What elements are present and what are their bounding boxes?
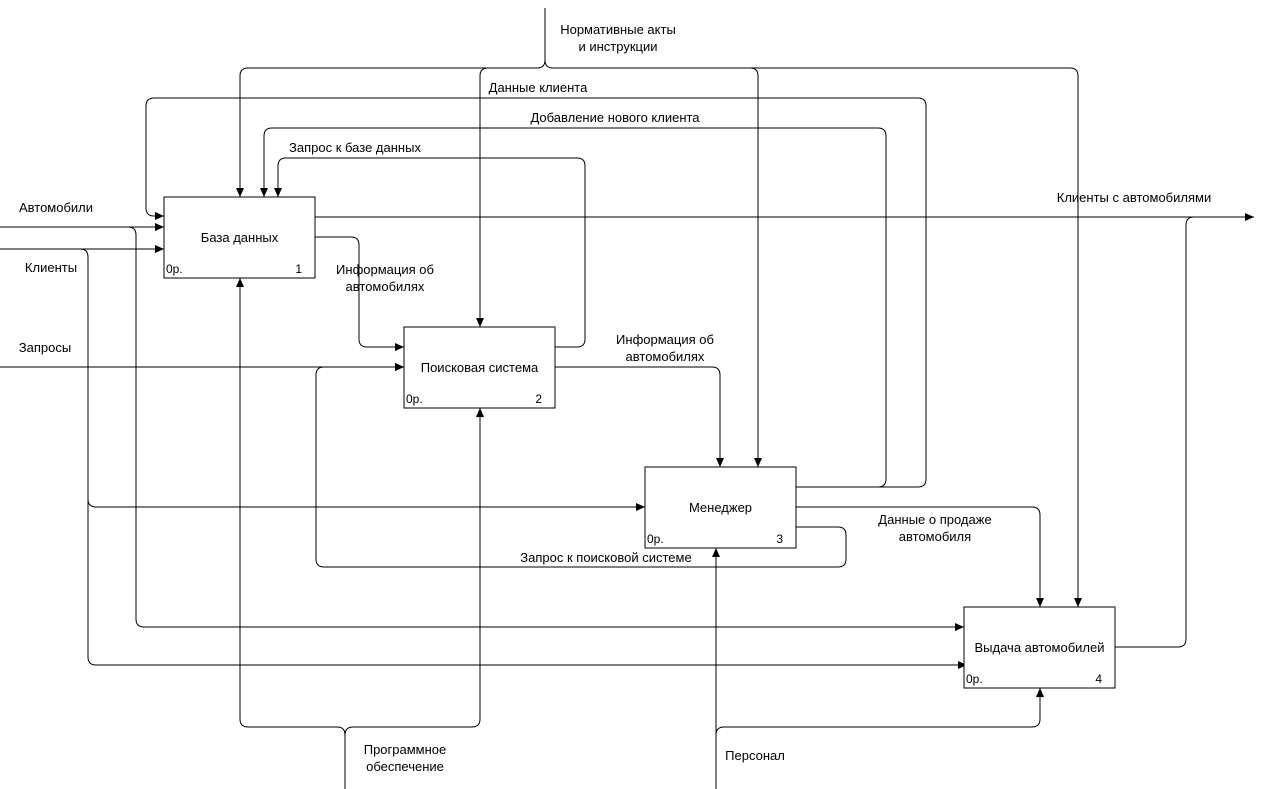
label-sale-data-line2: автомобиля — [899, 529, 971, 544]
label-db-query: Запрос к базе данных — [289, 140, 421, 155]
box-database-cost: 0р. — [166, 262, 183, 276]
label-controls-line2: и инструкции — [578, 39, 657, 54]
label-software-line1: Программное — [364, 742, 447, 757]
box-search-system-number: 2 — [535, 392, 542, 406]
box-manager-title: Менеджер — [689, 500, 752, 515]
input-cars-branch — [127, 226, 964, 631]
label-car-info-2-line2: автомобилях — [626, 349, 705, 364]
sale-data-arrow — [796, 506, 1044, 607]
search-query-arrow — [315, 363, 847, 568]
label-client-data: Данные клиента — [489, 80, 588, 95]
box-car-issue-title: Выдача автомобилей — [975, 640, 1105, 655]
label-input-clients: Клиенты — [25, 260, 77, 275]
client-data-arrow — [145, 97, 927, 488]
staff-branch-issue — [715, 688, 1044, 736]
label-car-info-1-line1: Информация об — [336, 262, 434, 277]
label-input-cars: Автомобили — [19, 200, 93, 215]
db-query-arrow — [274, 157, 586, 348]
label-car-info-2-line1: Информация об — [616, 332, 714, 347]
label-software-line2: обеспечение — [366, 759, 444, 774]
box-database-number: 1 — [295, 262, 302, 276]
label-output-clients: Клиенты с автомобилями — [1057, 190, 1211, 205]
box-manager-cost: 0р. — [647, 532, 664, 546]
control-branch-manager — [749, 67, 762, 467]
car-info-search-manager — [555, 366, 724, 467]
box-car-issue[interactable]: Выдача автомобилей 0р. 4 — [963, 606, 1116, 689]
label-controls-line1: Нормативные акты — [560, 22, 676, 37]
box-car-issue-number: 4 — [1095, 672, 1102, 686]
box-database-title: База данных — [201, 230, 279, 245]
label-search-query: Запрос к поисковой системе — [520, 550, 691, 565]
arrow-labels: Нормативные акты и инструкции Данные кли… — [19, 22, 1211, 774]
connectors — [0, 8, 1254, 789]
control-stem — [236, 8, 546, 197]
box-search-system-cost: 0р. — [406, 392, 423, 406]
label-add-client: Добавление нового клиента — [530, 110, 700, 125]
input-clients-issue — [87, 499, 967, 669]
box-search-system-title: Поисковая система — [421, 360, 539, 375]
label-staff: Персонал — [725, 748, 785, 763]
software-stem — [236, 278, 346, 789]
label-input-requests: Запросы — [19, 340, 71, 355]
control-branch-search-down — [476, 67, 489, 327]
add-client-arrow — [260, 127, 887, 488]
box-database[interactable]: База данных 0р. 1 — [163, 196, 316, 279]
box-search-system[interactable]: Поисковая система 0р. 2 — [403, 326, 556, 409]
box-manager[interactable]: Менеджер 0р. 3 — [644, 466, 797, 549]
output-issue-arrow — [1115, 216, 1195, 648]
box-manager-number: 3 — [776, 532, 783, 546]
label-sale-data-line1: Данные о продаже — [878, 512, 991, 527]
label-car-info-1-line2: автомобилях — [346, 279, 425, 294]
box-car-issue-cost: 0р. — [966, 672, 983, 686]
car-info-db-search — [315, 236, 404, 351]
software-branch-search — [344, 408, 484, 736]
control-branch-search — [544, 59, 1082, 607]
